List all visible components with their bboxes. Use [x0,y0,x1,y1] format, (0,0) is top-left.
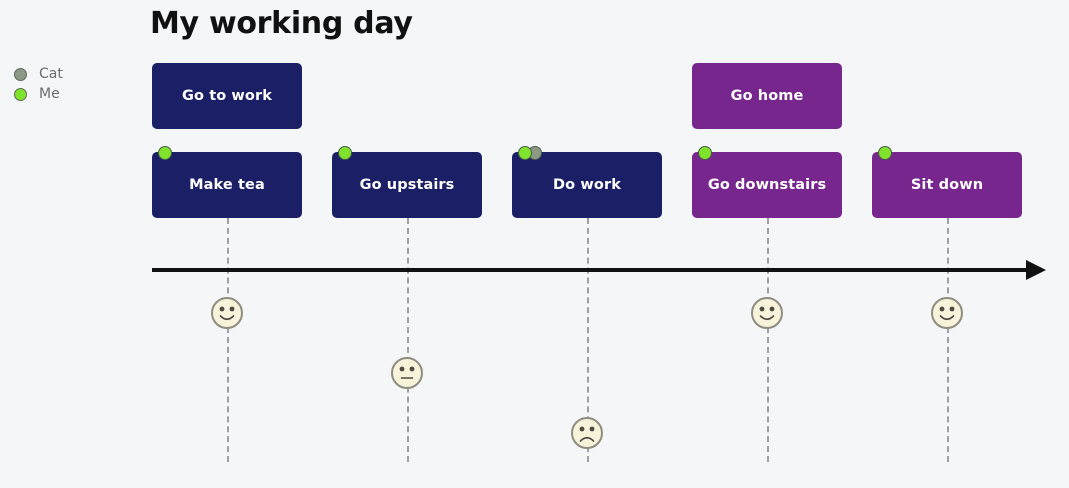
actor-dot-me[interactable] [698,146,712,160]
legend-item-label: Me [39,86,60,102]
connector-line-5 [947,218,949,462]
timeline-axis [152,268,1028,272]
event-box-do-work[interactable]: Do work [512,152,662,218]
connector-line-2 [407,218,409,462]
actor-dot-me[interactable] [158,146,172,160]
circle-marker-icon [14,87,27,101]
actor-dot-me[interactable] [338,146,352,160]
event-box-label: Do work [553,177,621,193]
page-title: My working day [150,6,413,41]
event-box-sit-down[interactable]: Sit down [872,152,1022,218]
actor-dot-me[interactable] [878,146,892,160]
event-box-go-downstairs[interactable]: Go downstairs [692,152,842,218]
connector-line-1 [227,218,229,462]
event-box-go-home[interactable]: Go home [692,63,842,129]
legend-item-me[interactable]: Me [14,84,63,104]
event-box-go-to-work[interactable]: Go to work [152,63,302,129]
timeline-arrow-icon [1026,260,1046,280]
event-box-label: Go downstairs [707,177,827,193]
event-box-label: Make tea [189,177,265,193]
event-box-label: Go upstairs [359,177,455,193]
actor-dot-me[interactable] [518,146,532,160]
circle-marker-icon [14,67,27,81]
event-box-label: Go to work [181,88,272,104]
legend-item-label: Cat [39,66,63,82]
event-box-label: Sit down [910,177,984,193]
happy-face-icon[interactable] [750,296,784,330]
happy-face-icon[interactable] [210,296,244,330]
event-box-label: Go home [730,88,804,104]
neutral-face-icon[interactable] [390,356,424,390]
event-box-go-upstairs[interactable]: Go upstairs [332,152,482,218]
event-box-make-tea[interactable]: Make tea [152,152,302,218]
connector-line-3 [587,218,589,462]
connector-line-4 [767,218,769,462]
legend-item-cat[interactable]: Cat [14,64,63,84]
happy-face-icon[interactable] [930,296,964,330]
sad-face-icon[interactable] [570,416,604,450]
